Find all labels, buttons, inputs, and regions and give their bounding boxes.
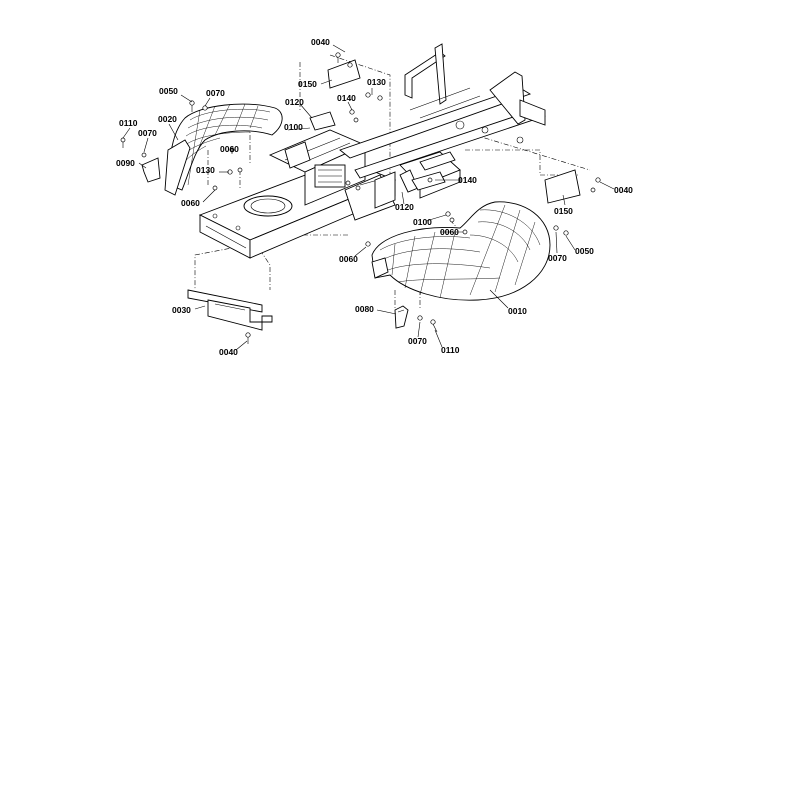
brackets-upper: [284, 111, 456, 193]
callout-0080: 0080: [355, 304, 374, 314]
callout-0130-top: 0130: [367, 77, 386, 87]
callout-0120-top: 0120: [285, 97, 304, 107]
callout-labels: 0040 0150 0130 0140 0120 0100 0050 0070 …: [116, 37, 633, 357]
callout-0150-right: 0150: [554, 206, 573, 216]
fender-left: [164, 103, 283, 196]
callout-0060-center: 0060: [339, 254, 358, 264]
callout-0020: 0020: [158, 114, 177, 124]
callout-0130-left: 0130: [196, 165, 215, 175]
callout-0070-left: 0070: [138, 128, 157, 138]
callout-0050-right: 0050: [575, 246, 594, 256]
callout-0070-right: 0070: [548, 253, 567, 263]
fender-right: [371, 201, 551, 301]
chassis-frame: [198, 43, 546, 259]
callout-0040-right: 0040: [614, 185, 633, 195]
callout-0140-top: 0140: [337, 93, 356, 103]
callout-0110-bottom: 0110: [441, 345, 460, 355]
fasteners: [120, 52, 601, 344]
callout-0090: 0090: [116, 158, 135, 168]
callout-0060-left-top: 0060: [220, 144, 239, 154]
callout-0030: 0030: [172, 305, 191, 315]
shield-0150-top: [327, 59, 361, 89]
callout-0100-top: 0100: [284, 122, 303, 132]
callout-0110-left: 0110: [119, 118, 138, 128]
callout-0060-left: 0060: [181, 198, 200, 208]
clip-0080: [394, 305, 409, 329]
leader-lines: [122, 44, 615, 351]
shield-0150-right: [544, 169, 581, 204]
callout-0050-left: 0050: [159, 86, 178, 96]
callout-0010: 0010: [508, 306, 527, 316]
callout-0120-right: 0120: [395, 202, 414, 212]
bracket-0090: [141, 157, 161, 183]
callout-0060-right-top: 0060: [440, 227, 459, 237]
callout-0040-bottom: 0040: [219, 347, 238, 357]
callout-0150-top: 0150: [298, 79, 317, 89]
callout-0070-bottom: 0070: [408, 336, 427, 346]
callout-0100-right: 0100: [413, 217, 432, 227]
callout-0140-right: 0140: [458, 175, 477, 185]
callout-0070-left-top: 0070: [206, 88, 225, 98]
callout-0040-top: 0040: [311, 37, 330, 47]
bracket-0030: [187, 289, 273, 331]
